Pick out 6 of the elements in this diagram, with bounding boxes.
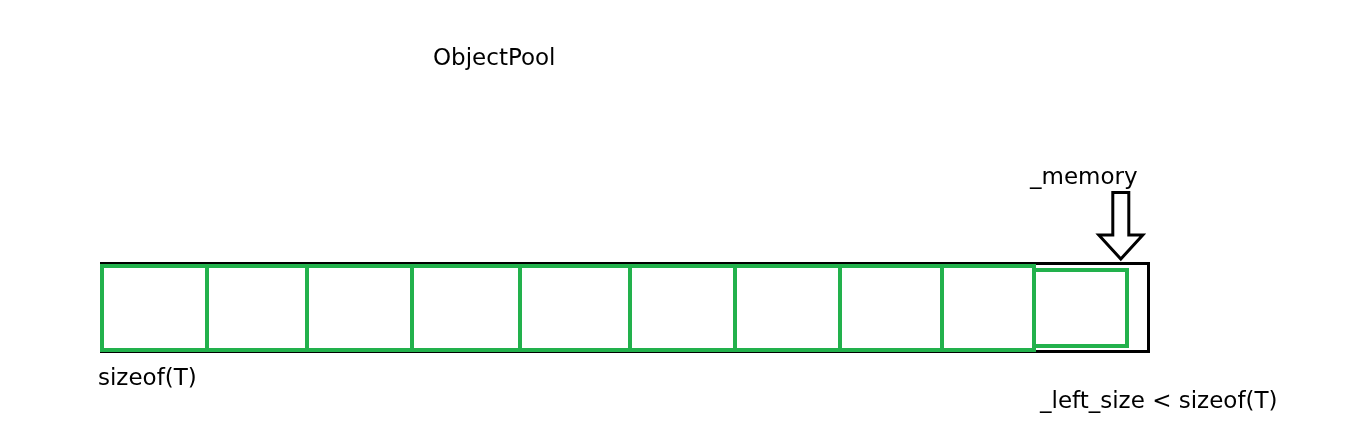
size-label: sizeof(T)	[98, 364, 197, 392]
memory-block	[100, 262, 1150, 353]
pointer-arrow	[1095, 191, 1147, 262]
remainder-note: _left_size < sizeof(T)	[1040, 387, 1278, 415]
pointer-label: _memory	[1030, 163, 1138, 191]
diagram-title: ObjectPool	[433, 44, 556, 72]
